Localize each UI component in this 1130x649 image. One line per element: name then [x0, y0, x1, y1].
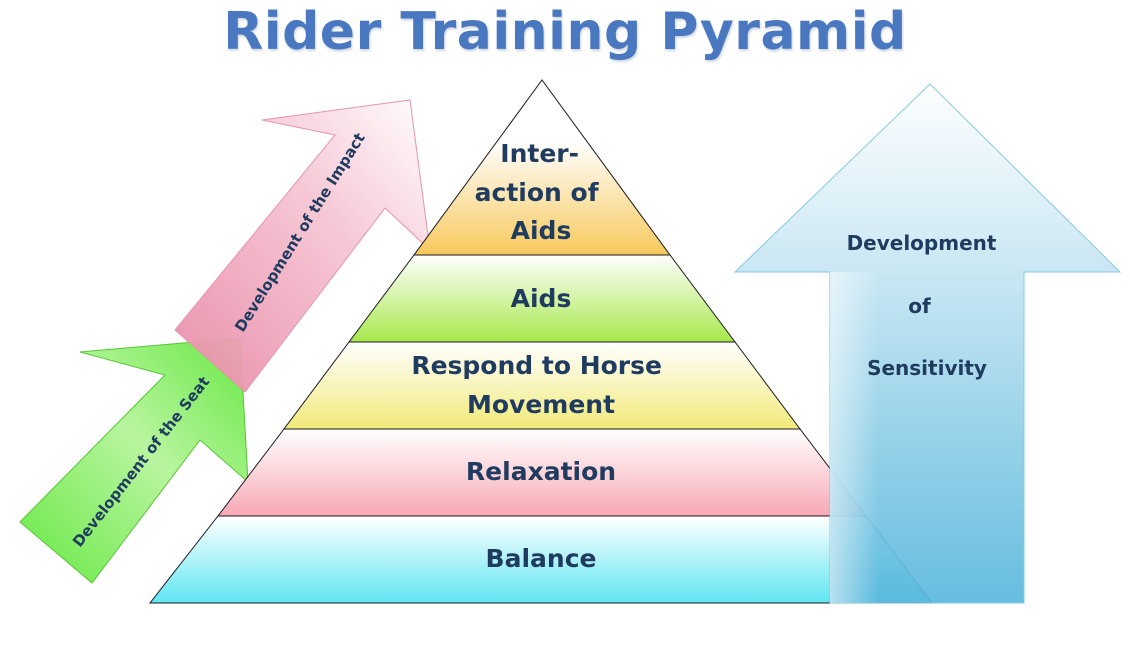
- seat-arrow-shape: [19, 337, 249, 584]
- sensitivity-arrow-label: Development of Sensitivity: [847, 231, 1004, 380]
- pyramid-level-interaction-of-aids-line-1: Inter-: [500, 139, 579, 168]
- pyramid-level-interaction-of-aids-label: Inter- action of Aids: [475, 139, 608, 245]
- pyramid-level-respond-line-1: Respond to Horse: [411, 351, 662, 380]
- pyramid-level-aids-label: Aids: [511, 284, 572, 313]
- pyramid-level-interaction-of-aids-line-3: Aids: [511, 216, 572, 245]
- pyramid-level-interaction-of-aids-line-2: action of: [475, 178, 600, 207]
- sensitivity-arrow: Development of Sensitivity: [733, 83, 1122, 604]
- sensitivity-arrow-highlight: [830, 272, 1024, 603]
- sensitivity-arrow-line-2: of: [908, 294, 931, 318]
- sensitivity-arrow-line-1: Development: [847, 231, 997, 255]
- diagram-title: Rider Training Pyramid: [223, 2, 907, 62]
- impact-arrow-shape: [174, 99, 431, 393]
- pyramid-level-relaxation-label: Relaxation: [466, 457, 616, 486]
- pyramid-level-respond-line-2: Movement: [467, 390, 615, 419]
- pyramid: Inter- action of Aids Aids Respond to Ho…: [148, 79, 934, 604]
- pyramid-level-balance-label: Balance: [486, 544, 597, 573]
- pyramid-level-respond-label: Respond to Horse Movement: [411, 351, 670, 419]
- sensitivity-arrow-line-3: Sensitivity: [867, 356, 987, 380]
